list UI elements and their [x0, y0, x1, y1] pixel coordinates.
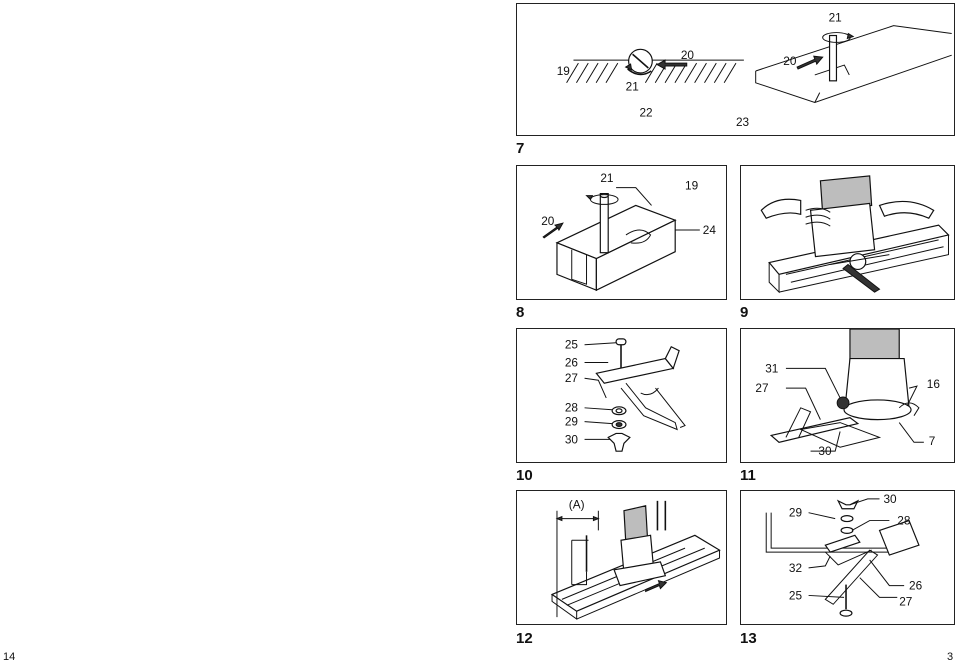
- page-number-right: 3: [947, 651, 954, 663]
- fig10-leaders: [584, 342, 617, 440]
- fig10-callout-28: 28: [565, 401, 579, 415]
- figure-11-drawing: 31 27 16 30 7: [755, 329, 941, 458]
- fig8-callout-20: 20: [541, 214, 555, 228]
- fig11-callout-7: 7: [929, 434, 936, 448]
- workpiece-section-left: [566, 48, 744, 84]
- figure-8-panel: 21 19 20 24: [516, 165, 727, 300]
- page-number-left: 14: [3, 651, 16, 663]
- figure-13-label: 13: [740, 630, 757, 647]
- figure-12-drawing: (A): [550, 498, 721, 621]
- figure-10-drawing: 25 26 27 28 29 30: [565, 338, 686, 452]
- fig11-callout-27: 27: [755, 381, 768, 395]
- figure-11-panel: 31 27 16 30 7: [740, 328, 955, 463]
- fig7-callout-21-left: 21: [626, 80, 639, 94]
- fig13-callout-29: 29: [789, 506, 803, 520]
- fig10-callout-25: 25: [565, 338, 579, 352]
- fig13-callout-26: 26: [909, 579, 923, 593]
- template-block: [542, 192, 677, 292]
- fig13-callout-30: 30: [883, 492, 897, 506]
- figure-9-drawing: [760, 175, 950, 294]
- fig13-callout-32: 32: [789, 561, 802, 575]
- figure-12-panel: (A): [516, 490, 727, 625]
- figure-8-drawing: 21 19 20 24: [541, 171, 717, 292]
- fig11-leaders: [785, 367, 924, 452]
- figure-12-label: 12: [516, 630, 533, 647]
- fig7-callout-21-right: 21: [829, 11, 842, 25]
- fig7-callout-19: 19: [557, 64, 570, 78]
- figure-10-label: 10: [516, 467, 533, 484]
- fig8-callout-24: 24: [703, 223, 717, 237]
- fig11-callout-30: 30: [818, 444, 832, 458]
- fig13-callout-25: 25: [789, 588, 803, 602]
- fig13-callout-28: 28: [897, 513, 911, 527]
- fig10-callout-29: 29: [565, 415, 579, 429]
- figure-9-panel: [740, 165, 955, 300]
- fig7-callout-20-right: 20: [783, 54, 797, 68]
- fig8-callout-21: 21: [600, 171, 613, 185]
- figure-10-panel: 25 26 27 28 29 30: [516, 328, 727, 463]
- figure-11-label: 11: [740, 467, 756, 484]
- trimmer-with-guide-on-board: [760, 175, 950, 294]
- fig13-leaders: [808, 498, 905, 598]
- fig11-callout-16: 16: [927, 377, 941, 391]
- fig13-callout-27: 27: [899, 594, 912, 608]
- fig7-callout-23: 23: [736, 115, 750, 129]
- figure-13-panel: 29 30 28 32 25 26 27: [740, 490, 955, 625]
- figure-9-label: 9: [740, 304, 749, 321]
- fig7-callout-20-left: 20: [681, 48, 695, 62]
- figure-13-drawing: 29 30 28 32 25 26 27: [765, 492, 923, 617]
- fig10-callout-26: 26: [565, 355, 579, 369]
- fig12-callout-A: (A): [569, 498, 585, 512]
- trimmer-with-straight-guide: [769, 329, 920, 448]
- figure-8-label: 8: [516, 304, 525, 321]
- straight-guide-exploded: [595, 338, 686, 452]
- figure-7-panel: 19 21 20 22 23 20 21: [516, 3, 955, 136]
- fig11-callout-31: 31: [765, 361, 778, 375]
- leader-19: [616, 187, 652, 206]
- figure-7-label: 7: [516, 140, 525, 157]
- trimmer-clamped-to-board: [550, 500, 721, 621]
- guide-assembly: [765, 499, 920, 617]
- fig8-callout-19: 19: [685, 179, 699, 193]
- workpiece-perspective-right: [755, 25, 952, 104]
- fig7-callout-22: 22: [639, 105, 652, 119]
- fig10-callout-30: 30: [565, 432, 579, 446]
- figure-7-drawing: 19 21 20 22 23 20 21: [557, 11, 952, 129]
- fig10-callout-27: 27: [565, 371, 578, 385]
